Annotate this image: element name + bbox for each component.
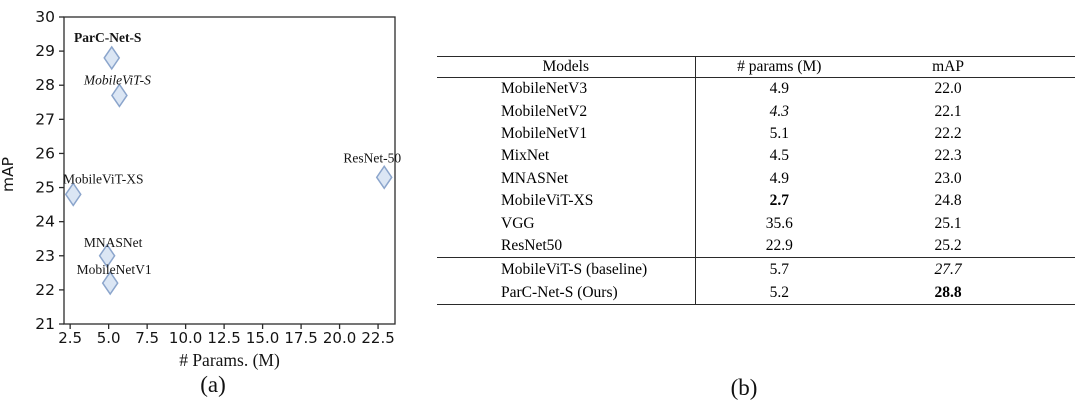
x-tick-label: 22.5 — [361, 329, 394, 347]
params-cell: 35.6 — [765, 214, 793, 232]
scatter-point-label: ParC-Net-S — [74, 30, 141, 45]
caption-b: (b) — [730, 375, 758, 400]
scatter-point — [64, 182, 82, 207]
x-tick-label: 12.5 — [207, 329, 240, 347]
map-cell: 22.0 — [934, 80, 962, 98]
params-cell: 4.9 — [769, 169, 789, 187]
x-tick-label: 17.5 — [284, 329, 317, 347]
scatter-point-label: MobileNetV1 — [77, 262, 152, 277]
table-row: VGG 35.6 25.1 — [437, 212, 1075, 235]
x-tick-label: 10.0 — [169, 329, 202, 347]
model-cell: VGG — [437, 212, 696, 235]
header-map: mAP — [932, 58, 964, 75]
model-cell: MobileNetV3 — [437, 77, 696, 101]
table-row: MixNet 4.5 22.3 — [437, 145, 1075, 168]
map-cell: 27.7 — [934, 260, 962, 278]
y-tick-label: 27 — [35, 110, 55, 128]
y-tick-label: 28 — [35, 76, 55, 94]
table-row: MobileNetV3 4.9 22.0 — [437, 77, 1075, 101]
panel-a-scatter-plot: 2.5 5.0 7.5 10.0 12.5 15.0 17.5 20.0 22.5 21 22 23 2… — [0, 0, 430, 409]
panel-b-results: Models # params (M) mAP MobileNetV3 4.9 22… — [437, 56, 1075, 306]
model-cell: ResNet50 — [437, 234, 696, 258]
map-cell: 23.0 — [934, 169, 962, 187]
scatter-point — [98, 243, 116, 269]
plot-spines — [63, 16, 396, 325]
model-cell: MobileNetV2 — [437, 100, 696, 123]
table-row: ResNet50 22.9 25.2 — [437, 234, 1075, 258]
scatter-plot: 2.5 5.0 7.5 10.0 12.5 15.0 17.5 20.0 22.5 21 22 23 2… — [0, 8, 401, 370]
y-tick-label: 24 — [35, 213, 55, 231]
spacer-cell — [1033, 258, 1075, 282]
params-cell: 4.5 — [769, 147, 789, 165]
y-axis-label: mAP — [0, 157, 17, 192]
scatter-point — [375, 164, 393, 190]
caption-a: (a) — [200, 372, 226, 397]
table-row: ParC-Net-S (Ours) 5.2 28.8 — [437, 281, 1075, 305]
y-tick-label: 29 — [35, 42, 55, 60]
header-models: Models — [437, 56, 696, 78]
y-tick-label: 26 — [35, 144, 55, 162]
spacer-cell — [1033, 168, 1075, 190]
map-cell: 25.1 — [934, 214, 962, 232]
scatter-point — [111, 83, 128, 108]
x-axis-label: # Params. (M) — [179, 350, 280, 370]
model-cell: ParC-Net-S (Ours) — [437, 281, 696, 305]
scatter-point-label: MobileViT-XS — [63, 171, 143, 186]
model-cell: MobileNetV1 — [437, 122, 696, 146]
map-cell: 22.3 — [934, 147, 962, 165]
table-row: MobileNetV1 5.1 22.2 — [437, 122, 1075, 146]
spacer-cell — [1033, 281, 1075, 305]
map-cell: 28.8 — [934, 283, 962, 301]
spacer-cell — [1033, 100, 1075, 122]
results-table: Models # params (M) mAP MobileNetV3 4.9 22… — [437, 56, 1075, 306]
scatter-point — [103, 45, 121, 71]
model-cell: MobileViT-S (baseline) — [437, 257, 696, 282]
params-cell: 5.2 — [769, 283, 789, 301]
spacer-cell — [1033, 145, 1075, 167]
spacer-cell — [1033, 78, 1075, 101]
model-cell: MixNet — [437, 145, 696, 168]
y-tick-label: 25 — [35, 179, 55, 197]
table-header: Models # params (M) mAP — [437, 56, 1075, 78]
map-cell: 24.8 — [934, 192, 962, 210]
x-tick-label: 15.0 — [246, 329, 279, 347]
spacer-cell — [1033, 212, 1075, 234]
params-cell: 22.9 — [765, 236, 793, 254]
params-cell: 4.3 — [769, 102, 789, 120]
map-cell: 22.2 — [934, 124, 962, 142]
map-cell: 25.2 — [934, 236, 962, 254]
x-tick-label: 2.5 — [58, 329, 82, 347]
y-tick-label: 21 — [35, 315, 55, 333]
params-cell: 5.1 — [769, 124, 789, 142]
table-row: MobileNetV2 4.3 22.1 — [437, 100, 1075, 123]
scatter-point-label: ResNet-50 — [343, 150, 401, 165]
model-cell: MobileViT-XS — [437, 189, 696, 213]
scatter-point-label: MNASNet — [84, 235, 143, 250]
x-tick-label: 20.0 — [323, 329, 356, 347]
params-cell: 4.9 — [769, 80, 789, 98]
scatter-point-label: MobileViT-S — [83, 72, 151, 87]
spacer-cell — [1033, 235, 1075, 258]
header-spacer — [1033, 57, 1075, 78]
x-tick-label: 5.0 — [97, 329, 121, 347]
spacer-cell — [1033, 123, 1075, 145]
table-row: MNASNet 4.9 23.0 — [437, 167, 1075, 190]
y-tick-label: 22 — [35, 281, 55, 299]
header-params: # params (M) — [737, 58, 822, 75]
map-cell: 22.1 — [934, 102, 962, 120]
scatter-point — [101, 270, 119, 296]
params-cell: 5.7 — [769, 260, 789, 278]
spacer-cell — [1033, 190, 1075, 212]
model-cell: MNASNet — [437, 167, 696, 190]
params-cell: 2.7 — [769, 192, 789, 210]
table-row: MobileViT-S (baseline) 5.7 27.7 — [437, 257, 1075, 282]
y-tick-label: 23 — [35, 247, 55, 265]
x-tick-label: 7.5 — [135, 329, 159, 347]
table-row: MobileViT-XS 2.7 24.8 — [437, 189, 1075, 213]
y-tick-label: 30 — [35, 8, 55, 26]
